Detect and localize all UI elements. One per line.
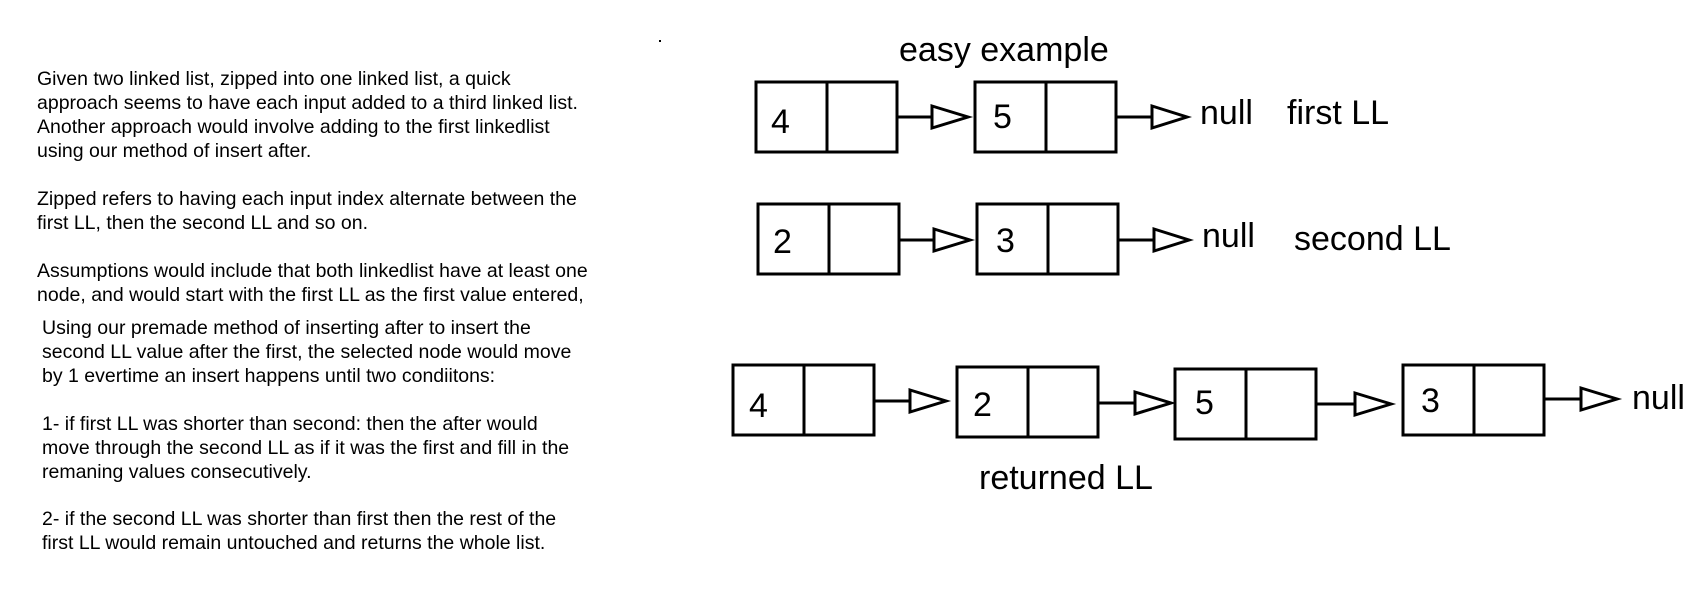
returned-ll-node-4-value: 3 [1421, 382, 1440, 420]
returned-ll-label: returned LL [979, 459, 1153, 497]
second-ll-node-1-value: 2 [773, 223, 792, 261]
returned-ll-node-3: 5 [1173, 367, 1318, 441]
returned-ll-null-label: null [1632, 379, 1685, 417]
first-ll-arrow-null [1116, 103, 1193, 131]
second-ll-node-1: 2 [756, 202, 901, 276]
paragraph-zipped-definition: Zipped refers to having each input index… [37, 188, 577, 234]
returned-ll-node-2-value: 2 [973, 386, 992, 424]
first-ll-node-2-value: 5 [993, 98, 1012, 136]
paragraph-condition-two: 2- if the second LL was shorter than fir… [42, 508, 557, 554]
paragraph-assumptions: Assumptions would include that both link… [37, 260, 588, 306]
first-ll-node-2: 5 [973, 80, 1118, 154]
stray-dot [659, 40, 661, 42]
returned-ll-node-1-value: 4 [749, 387, 768, 425]
second-ll-arrow-null [1118, 226, 1195, 254]
returned-ll-arrow-null [1544, 385, 1623, 413]
paragraph-insert-after-method: Using our premade method of inserting af… [42, 317, 572, 387]
paragraph-intro: Given two linked list, zipped into one l… [37, 68, 578, 162]
second-ll-null-label: null [1202, 217, 1255, 255]
returned-ll-arrow-1 [874, 387, 952, 415]
first-ll-node-1-value: 4 [771, 103, 790, 141]
paragraph-condition-one: 1- if first LL was shorter than second: … [42, 413, 570, 483]
second-ll-node-2-value: 3 [996, 222, 1015, 260]
returned-ll-node-1: 4 [731, 363, 876, 437]
first-ll-label: first LL [1287, 94, 1389, 132]
diagram-title: easy example [899, 31, 1109, 69]
second-ll-label: second LL [1294, 220, 1451, 258]
returned-ll-node-4: 3 [1401, 363, 1546, 437]
returned-ll-node-2: 2 [955, 365, 1100, 439]
returned-ll-node-3-value: 5 [1195, 384, 1214, 422]
first-ll-null-label: null [1200, 94, 1253, 132]
returned-ll-arrow-2 [1098, 389, 1177, 417]
first-ll-arrow-1 [897, 103, 974, 131]
first-ll-node-1: 4 [754, 80, 899, 154]
second-ll-arrow-1 [899, 226, 976, 254]
returned-ll-arrow-3 [1316, 390, 1397, 418]
second-ll-node-2: 3 [975, 202, 1120, 276]
